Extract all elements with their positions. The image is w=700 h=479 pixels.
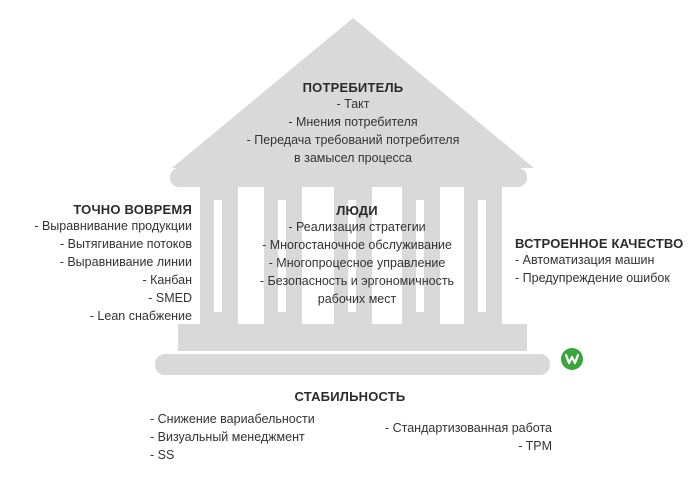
foundation-item: - Снижение вариабельности [150,412,315,426]
pillar-1-stripe [214,200,222,312]
foundation-item: - TPM [518,439,552,453]
center-item: рабочих мест [317,292,397,306]
right-pillar-item: - Автоматизация машин [515,253,655,267]
center-item: - Реализация стратегии [288,220,426,234]
pillar-3-stripe [348,200,356,312]
right-pillar-title: ВСТРОЕННОЕ КАЧЕСТВО [515,236,684,251]
roof-item: в замысел процесса [293,151,413,165]
foundation-item: - Стандартизованная работа [384,421,552,435]
center-item: - Многостаночное обслуживание [262,238,452,252]
left-pillar-item: - Вытягивание потоков [60,237,192,251]
foundation-right-items: - Стандартизованная работа - TPM [360,419,552,455]
center-text-block: ЛЮДИ - Реализация стратегии - Многостано… [232,203,482,308]
pillar-2-stripe [278,200,286,312]
left-pillar-item: - Lean снабжение [89,309,192,323]
base-step-top [178,324,527,351]
right-pillar-text-block: ВСТРОЕННОЕ КАЧЕСТВО - Автоматизация маши… [515,236,695,287]
brand-logo-icon [561,348,583,370]
left-pillar-item: - Выравнивание продукции [34,219,192,233]
roof-text-block: ПОТРЕБИТЕЛЬ - Такт - Мнения потребителя … [213,80,493,167]
foundation-item: - Визуальный менеджмент [150,430,305,444]
roof-item: - Передача требований потребителя [246,133,460,147]
center-title: ЛЮДИ [336,203,378,218]
right-pillar-item: - Предупреждение ошибок [515,271,670,285]
foundation-left-items: - Снижение вариабельности - Визуальный м… [150,410,370,464]
pillar-4-stripe [416,200,424,312]
foundation-title: СТАБИЛЬНОСТЬ [294,389,406,404]
left-pillar-text-block: ТОЧНО ВОВРЕМЯ - Выравнивание продукции -… [0,202,192,325]
roof-beam [170,168,527,187]
roof-shape [172,18,534,168]
roof-item: - Такт [336,97,370,111]
center-item: - Безопасность и эргономичность [259,274,455,288]
roof-title: ПОТРЕБИТЕЛЬ [302,80,404,95]
left-pillar-item: - Выравнивание линии [59,255,192,269]
pillar-5-stripe [478,200,486,312]
foundation-item: - SS [150,448,175,462]
left-pillar-title: ТОЧНО ВОВРЕМЯ [73,202,192,217]
base-step-bottom [155,354,550,375]
roof-item: - Мнения потребителя [288,115,418,129]
foundation-title-block: СТАБИЛЬНОСТЬ [250,389,450,404]
center-item: - Многопроцесное управление [268,256,446,270]
left-pillar-item: - Канбан [142,273,193,287]
left-pillar-item: - SMED [148,291,192,305]
